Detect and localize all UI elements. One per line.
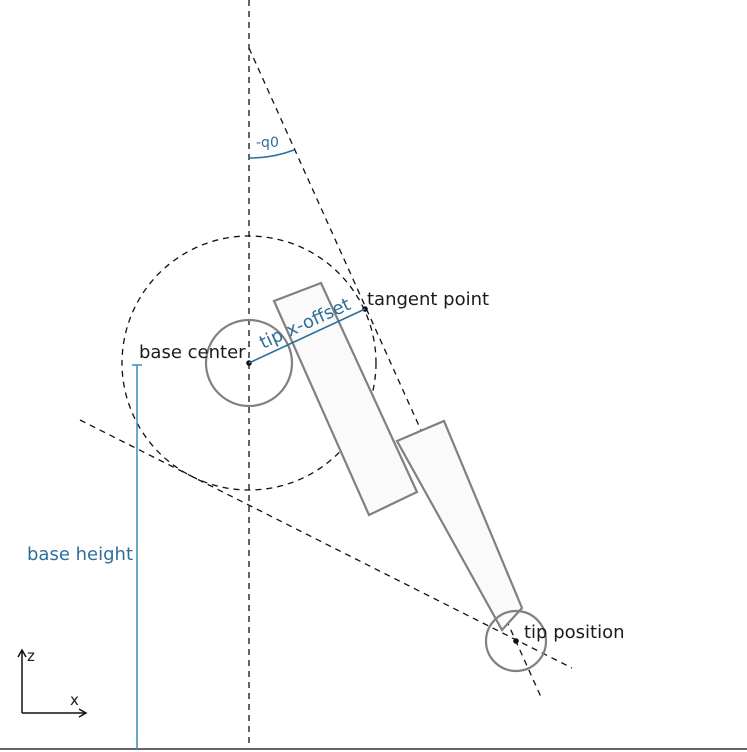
base-center-label: base center bbox=[139, 342, 246, 363]
tip-position-label: tip position bbox=[524, 622, 625, 643]
base-circle bbox=[204, 318, 294, 408]
tangent-line bbox=[79, 419, 573, 669]
axis-z-label: z bbox=[27, 647, 35, 665]
tangent-point-label: tangent point bbox=[367, 289, 489, 310]
angle-arc bbox=[248, 149, 295, 159]
angle-label: -q0 bbox=[256, 135, 279, 151]
lower-link bbox=[395, 419, 524, 632]
base-height-label: base height bbox=[27, 544, 133, 565]
tip-circle bbox=[484, 609, 548, 673]
tip-position-point bbox=[513, 638, 519, 644]
axes-icon bbox=[17, 648, 88, 718]
axis-x-label: x bbox=[70, 691, 79, 709]
tip-x-offset-line bbox=[248, 308, 366, 364]
tip-ray-line bbox=[248, 47, 542, 698]
offset-circle bbox=[121, 235, 377, 491]
upper-link bbox=[272, 281, 419, 517]
